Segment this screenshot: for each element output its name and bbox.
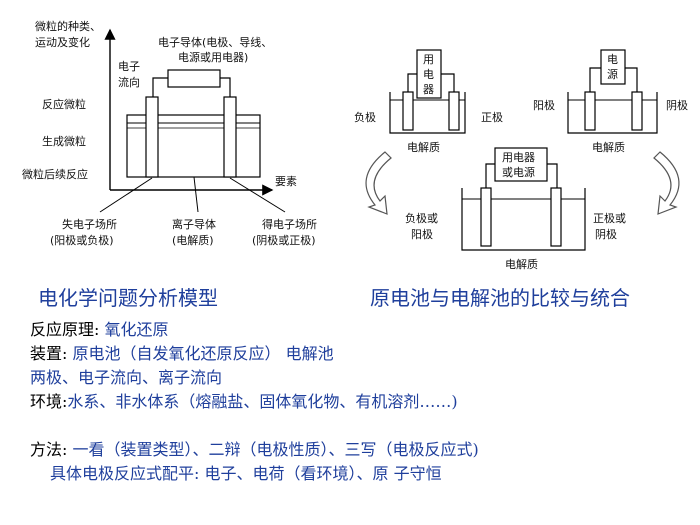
notes-section: 反应原理: 氧化还原 装置: 原电池（自发氧化还原反应） 电解池 两极、电子流向… [30, 318, 690, 486]
electron-flow-line2: 流向 [118, 75, 140, 89]
bottom-mid-line2: (电解质) [172, 233, 214, 247]
note-electrodes-flow: 两极、电子流向、离子流向 [30, 368, 223, 387]
note-value: 水系、非水体系（熔融盐、固体氧化物、有机溶剂……) [67, 392, 458, 411]
unified-electrode-right [550, 187, 562, 247]
galvanic-device-char1: 用 [423, 53, 434, 66]
galvanic-device-char2: 电 [423, 68, 434, 81]
pointer-mid [193, 176, 199, 213]
electrolytic-electrode-right [631, 91, 643, 131]
note-balancing: 具体电极反应式配平: 电子、电荷（看环境）、原 子守恒 [30, 462, 690, 486]
unified-cell: 用电器 或电源 负极或 阳极 正极或 阴极 电解质 [405, 147, 626, 271]
electronic-conductor-box [167, 69, 221, 88]
electrolytic-electrolyte-label: 电解质 [592, 140, 625, 154]
note-method: 方法: 一看（装置类型）、二辩（电极性质）、三写（电极反应式) [30, 438, 690, 462]
note-label: 具体电极反应式配平: [50, 464, 205, 483]
conductor-label-line1: 电子导体(电极、导线、 [158, 35, 272, 49]
note-value: 氧化还原 [104, 320, 169, 339]
curved-arrow-right [653, 151, 680, 215]
electrolytic-device-box [600, 49, 626, 85]
electrode-left [145, 96, 159, 178]
heading-cells-comparison: 原电池与电解池的比较与统合 [370, 286, 630, 310]
unified-right-line1: 正极或 [593, 211, 626, 225]
electrolytic-left-label: 阳极 [533, 98, 555, 112]
galvanic-electrode-left [402, 91, 414, 131]
unified-beaker [461, 188, 586, 251]
y-label-subsequent: 微粒后续反应 [22, 167, 88, 181]
unified-right-line2: 阴极 [595, 227, 617, 241]
wire-left [152, 77, 168, 97]
note-label: 方法: [30, 440, 73, 459]
electrolytic-device-char2: 源 [607, 67, 618, 81]
electrolytic-cell: 电 源 阳极 阴极 电解质 [533, 49, 688, 154]
unified-left-line2: 阳极 [411, 227, 433, 241]
note-device: 装置: 原电池（自发氧化还原反应） 电解池 [30, 342, 690, 366]
galvanic-device-char3: 器 [423, 83, 434, 96]
pointer-right [229, 177, 286, 213]
note-label: 装置: [30, 344, 73, 363]
galvanic-beaker [389, 92, 466, 134]
bottom-right-line2: (阴极或正极) [252, 233, 316, 247]
bottom-left-line1: 失电子场所 [62, 217, 117, 231]
unified-electrode-left [480, 187, 492, 247]
electrolytic-beaker [567, 92, 658, 134]
unified-device-line1: 用电器 [502, 151, 535, 164]
analysis-model-diagram: 微粒的种类、 运动及变化 要素 反应微粒 生成微粒 微粒后续反应 电子导体(电极… [22, 19, 317, 247]
heading-analysis-model: 电化学问题分析模型 [38, 286, 218, 310]
unified-left-line1: 负极或 [405, 211, 438, 225]
note-label: 反应原理: [30, 320, 105, 339]
note-value: 原电池（自发氧化还原反应） 电解池 [72, 344, 334, 363]
wire-right [220, 77, 231, 97]
cells-comparison-diagram: 用 电 器 负极 正极 电解质 电 源 阳极 阴极 电解质 用电器 或电源 [354, 49, 688, 271]
note-value: 一看（装置类型）、二辩（电极性质）、三写（电极反应式) [72, 440, 479, 459]
galvanic-right-label: 正极 [481, 110, 503, 124]
x-axis-label: 要素 [275, 175, 297, 188]
galvanic-electrode-right [448, 91, 460, 131]
curved-arrow-left [365, 151, 392, 215]
note-spacer [30, 414, 690, 438]
electrolytic-electrode-left [584, 91, 596, 131]
y-label-reactant: 反应微粒 [42, 97, 86, 111]
electrolytic-device-char1: 电 [607, 53, 618, 66]
note-environment: 环境:水系、非水体系（熔融盐、固体氧化物、有机溶剂……) [30, 390, 690, 414]
galvanic-left-label: 负极 [354, 110, 376, 124]
galvanic-cell: 用 电 器 负极 正极 电解质 [354, 49, 503, 154]
y-axis-title-line1: 微粒的种类、 [35, 19, 101, 33]
bottom-left-line2: (阳极或负极) [50, 233, 114, 247]
y-label-product: 生成微粒 [42, 134, 86, 148]
container [126, 114, 261, 178]
unified-electrolyte-label: 电解质 [505, 257, 538, 271]
bottom-right-line1: 得电子场所 [262, 217, 317, 231]
galvanic-electrolyte-label: 电解质 [407, 140, 440, 154]
conductor-label-line2: 电源或用电器) [178, 50, 248, 64]
electrode-right [223, 96, 237, 178]
y-axis-title-line2: 运动及变化 [35, 35, 90, 49]
electron-flow-line1: 电子 [118, 60, 140, 73]
unified-device-line2: 或电源 [502, 165, 535, 179]
note-reaction-principle: 反应原理: 氧化还原 [30, 318, 690, 342]
note-value: 电子、电荷（看环境）、原 子守恒 [204, 464, 442, 483]
electrolytic-right-label: 阴极 [666, 98, 688, 112]
note-label: 环境: [30, 392, 68, 411]
pointer-left [99, 177, 153, 213]
bottom-mid-line1: 离子导体 [172, 217, 216, 231]
